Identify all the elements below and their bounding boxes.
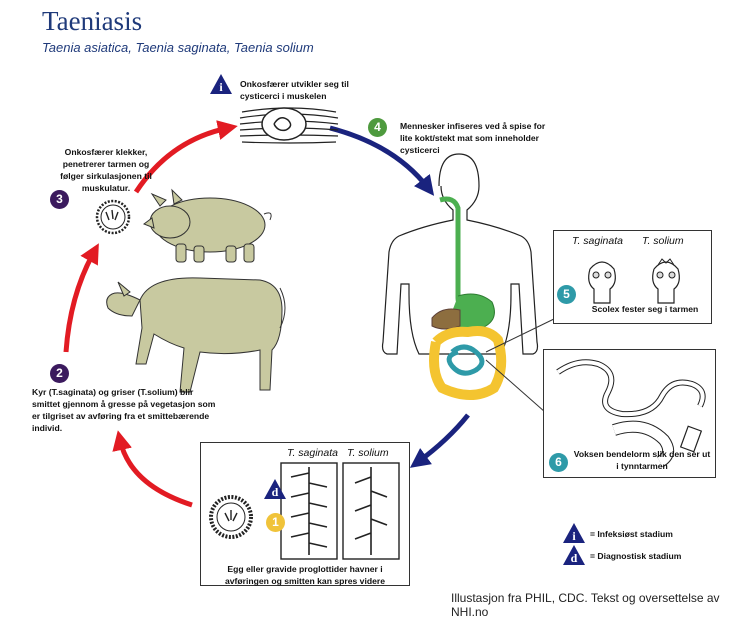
- stage-3-badge: 3: [50, 190, 69, 209]
- stage-1-text: Egg eller gravide proglottider havner i …: [225, 564, 385, 586]
- stage-2-badge: 2: [50, 364, 69, 383]
- legend-infective-icon: i: [563, 523, 585, 543]
- arrow-feces-to-animals: [112, 430, 193, 508]
- diagnostic-marker-letter: d: [271, 485, 279, 499]
- arrow-infective-to-human: [329, 125, 435, 196]
- muscle-cyst-icon: [239, 107, 339, 144]
- adult-worm-panel: 6 Voksen bendelorm slik den ser ut i tyn…: [543, 349, 716, 478]
- stage-5-species-solium: T. solium: [642, 235, 684, 247]
- stage-1-badge: 1: [266, 513, 285, 532]
- page-title: Taeniasis: [42, 6, 143, 36]
- scolex-icon: [588, 258, 680, 304]
- proglottid-panel: T. saginata T. solium d 1 Egg eller grav…: [200, 442, 410, 586]
- page-subtitle: Taenia asiatica, Taenia saginata, Taenia…: [42, 40, 314, 55]
- stage-1-species-saginata: T. saginata: [287, 447, 338, 459]
- image-credit: Illustasjon fra PHIL, CDC. Tekst og over…: [451, 591, 720, 619]
- legend-diagnostic-icon: d: [563, 545, 585, 565]
- oncosphere-icon: [95, 199, 131, 235]
- scolex-panel: T. saginata T. solium 5 Scolex fester se…: [553, 230, 712, 324]
- stage-3-text: Onkosfærer klekker, penetrerer tarmen og…: [60, 147, 152, 193]
- stage-5-species-saginata: T. saginata: [572, 235, 623, 247]
- stage-4-text: Mennesker infiseres ved å spise for lite…: [400, 121, 546, 155]
- arrow-animals-upward: [63, 243, 99, 353]
- legend-diagnostic-text: = Diagnostisk stadium: [590, 551, 682, 561]
- stage-5-badge: 5: [557, 285, 576, 304]
- stage-6-badge: 6: [549, 453, 568, 472]
- proglottid-icon: [209, 462, 400, 560]
- legend-infective-text: = Infeksiøst stadium: [590, 529, 673, 539]
- cow-icon: [106, 277, 286, 393]
- stage-2-text: Kyr (T.saginata) og griser (T.solium) bl…: [32, 387, 216, 433]
- infective-marker-letter: i: [219, 80, 223, 94]
- stage-4-badge: 4: [368, 118, 387, 137]
- stage-6-text: Voksen bendelorm slik den ser ut i tynnt…: [573, 449, 711, 471]
- arrow-oncosphere-to-muscle: [133, 120, 238, 194]
- infective-stage-marker-icon: i: [210, 74, 232, 94]
- arrow-intestine-to-feces: [409, 413, 470, 468]
- adult-tapeworm-icon: [556, 359, 706, 468]
- stage-1-species-solium: T. solium: [347, 447, 389, 459]
- diagnostic-stage-marker-icon: d: [264, 479, 286, 499]
- stage-5-text: Scolex fester seg i tarmen: [591, 304, 699, 314]
- human-body-icon: [381, 153, 539, 400]
- legend-diagnostic-letter: d: [570, 551, 578, 565]
- legend-infective-letter: i: [572, 529, 576, 543]
- stage-infective-text: Onkosfærer utvikler seg til cysticerci i…: [240, 79, 349, 101]
- pig-icon: [142, 188, 272, 263]
